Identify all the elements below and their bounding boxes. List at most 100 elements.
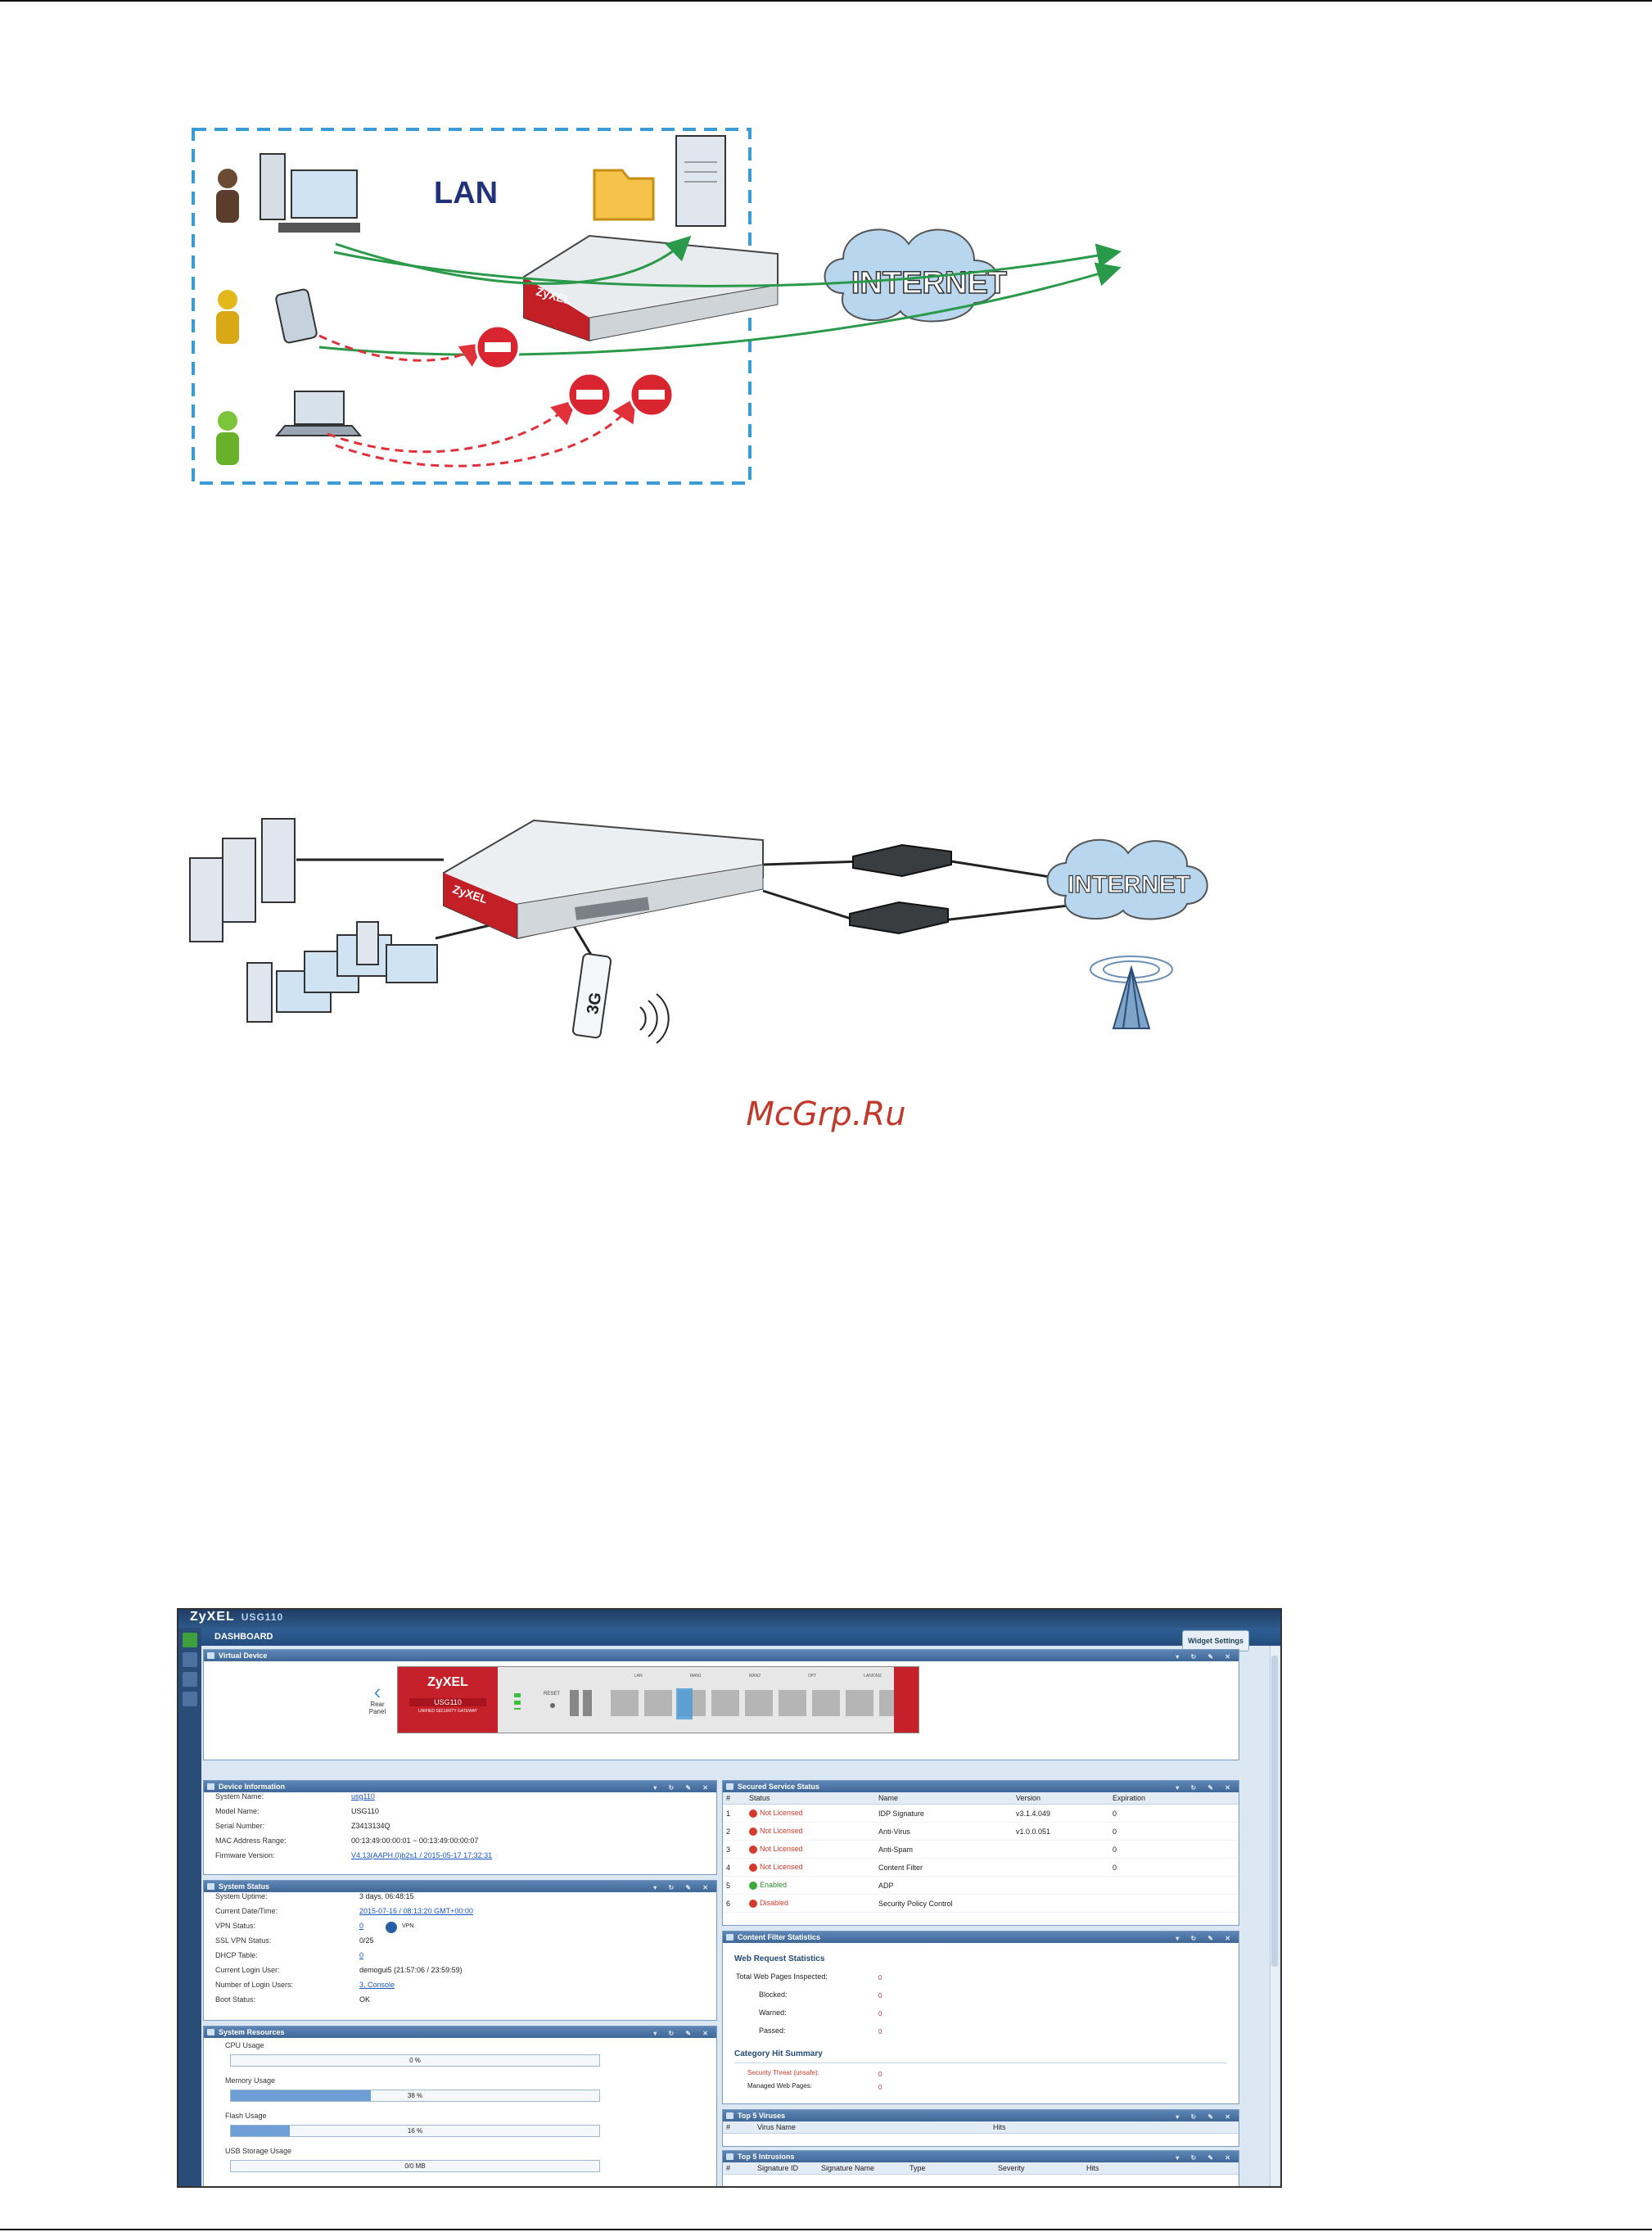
web-request-heading: Web Request Statistics [734,1954,825,1963]
blocked-icon [629,372,675,418]
blocked-icon [566,372,612,418]
reset-button[interactable] [550,1703,555,1708]
router-icon: ZyXEL [523,234,779,342]
filter-icon [726,1934,733,1941]
service-status: Not Licensed [760,1863,803,1872]
usage-bar: 16 % [230,2125,600,2137]
info-icon [207,1783,214,1790]
panel-controls[interactable]: ▾ ↻ ✎ ✕ [653,1784,713,1791]
model-name: USG110 [241,1611,284,1623]
cf-row: Blocked: [759,1990,788,1999]
widget-settings-button[interactable]: Widget Settings [1182,1630,1249,1651]
cf-value: 0 [878,2084,882,2091]
dashboard-title: DASHBOARD [214,1632,273,1642]
scrollbar-thumb[interactable] [1271,1656,1278,1967]
device-icon [207,1652,214,1659]
status-row: DHCP Table:0 [215,1951,364,1959]
dashboard-nav-icon[interactable] [183,1633,197,1647]
reset-label: RESET [544,1692,561,1697]
monitor-nav-icon[interactable] [183,1652,197,1667]
resources-icon [207,2029,214,2035]
vpn-status-link[interactable]: 0 [359,1922,364,1930]
virus-icon [726,2112,733,2119]
device-information-panel: Device Information▾ ↻ ✎ ✕ System Name:us… [203,1780,717,1875]
person-icon [216,169,239,223]
cf-row: Warned: [759,2008,787,2017]
person-icon [216,290,239,344]
watermark: McGrp.Ru [746,1096,906,1133]
resource-label: USB Storage Usage [225,2147,292,2155]
panel-title: Secured Service Status [738,1782,820,1791]
maintenance-nav-icon[interactable] [183,1692,197,1706]
dhcp-table-link[interactable]: 0 [359,1951,364,1959]
folder-icon [593,169,655,221]
status-row: Current Login User:demogui5 (21:57:06 / … [215,1966,463,1974]
service-status: Disabled [760,1899,789,1908]
lan-label: LAN [434,176,498,210]
virus-table: # Virus Name Hits [723,2121,1239,2134]
usage-bar-fill [231,2126,290,2136]
usage-value: 16 % [407,2127,423,2135]
error-icon [749,1809,757,1818]
column-header[interactable]: Status [746,1792,875,1805]
cf-row: Managed Web Pages: [747,2082,813,2090]
brand-logo: ZyXEL [190,1610,235,1624]
intrusion-icon [726,2153,733,2160]
tablet-icon [275,288,318,344]
panel-controls[interactable]: ▾ ↻ ✎ ✕ [653,2030,713,2037]
panel-controls[interactable]: ▾ ↻ ✎ ✕ [1176,1653,1235,1660]
laptop-icon [274,391,363,436]
virtual-device-front: ZyXEL USG110 UNIFIED SECURITY GATEWAY RE… [397,1666,919,1733]
firmware-link[interactable]: V4.13(AAPH.0)b2s1 / 2015-05-17 17:32:31 [351,1851,493,1859]
column-header[interactable]: Expiration [1109,1792,1239,1805]
ethernet-ports[interactable] [611,1690,914,1716]
info-row: MAC Address Range:00:13:49:00:00:01 ~ 00… [215,1837,479,1845]
panel-controls[interactable]: ▾ ↻ ✎ ✕ [1176,2154,1235,2162]
column-header[interactable]: Name [875,1792,1013,1805]
cell-tower-icon [1090,956,1173,1029]
resource-label: Flash Usage [225,2112,267,2120]
blocked-icon [475,324,521,370]
system-name-link[interactable]: usg110 [351,1792,375,1801]
system-status-panel: System Status▾ ↻ ✎ ✕ System Uptime:3 day… [203,1880,717,2021]
panel-controls[interactable]: ▾ ↻ ✎ ✕ [653,1884,713,1891]
device-brand: ZyXEL [427,1675,468,1689]
date-time-link[interactable]: 2015-07-16 / 08:13:20 GMT+00:00 [359,1907,473,1915]
error-icon [749,1845,757,1854]
status-row: Current Date/Time:2015-07-16 / 08:13:20 … [215,1907,473,1915]
port-group-labels: LAN WAN1 WAN2 OPT LAN/DMZ [634,1674,882,1679]
panel-controls[interactable]: ▾ ↻ ✎ ✕ [1176,1935,1235,1942]
modem-icon [852,843,952,878]
panel-controls[interactable]: ▾ ↻ ✎ ✕ [1176,2113,1235,2121]
chevron-left-icon: ‹ [373,1679,381,1704]
info-row: Model Name:USG110 [215,1807,379,1815]
cf-row: Security Threat (unsafe): [747,2069,819,2076]
panel-header: Virtual Device▾ ↻ ✎ ✕ [204,1650,1239,1661]
virtual-device-panel: Virtual Device▾ ↻ ✎ ✕ ‹ Rear Panel ZyXEL… [203,1649,1239,1760]
column-header[interactable]: # [723,1792,746,1805]
configuration-nav-icon[interactable] [183,1672,197,1687]
vpn-badge: VPN [402,1923,414,1929]
internet-cloud-icon: INTERNET [1046,838,1208,920]
dashboard-scrollbar[interactable] [1270,1646,1279,2186]
server-icon [675,135,726,227]
panel-title: Top 5 Viruses [738,2112,786,2120]
vpn-icon [386,1922,397,1933]
service-status: Not Licensed [760,1845,803,1854]
error-icon [749,1899,757,1908]
modem-icon [849,901,949,935]
rear-panel-toggle[interactable]: ‹ Rear Panel [361,1679,394,1715]
login-users-link[interactable]: 3, Console [359,1981,395,1989]
panel-controls[interactable]: ▾ ↻ ✎ ✕ [1176,1784,1235,1791]
status-row: System Uptime:3 days, 06:48:15 [215,1892,414,1900]
shield-icon [726,1783,733,1790]
error-icon [749,1827,757,1836]
status-row: Boot Status:OK [215,1995,371,2004]
column-header[interactable]: Version [1013,1792,1109,1805]
